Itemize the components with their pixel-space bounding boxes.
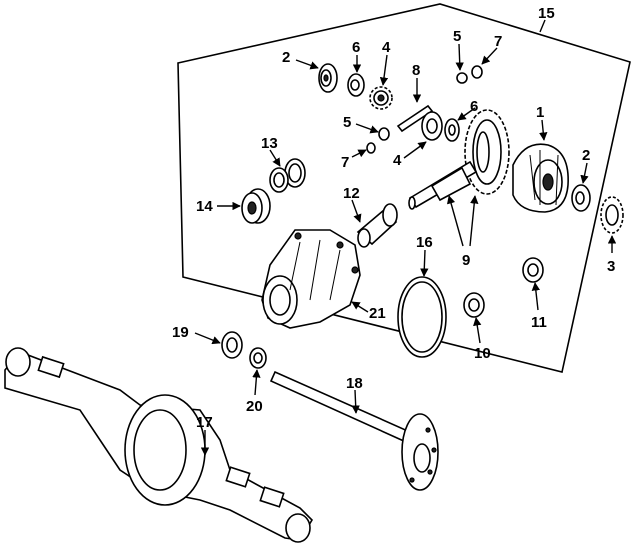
callout-15: 15 [538,5,555,22]
callout-7-top: 7 [494,33,502,50]
callout-19: 19 [172,324,189,341]
bearing-3 [600,196,624,234]
callout-17: 17 [196,414,213,431]
callout-11: 11 [531,314,547,331]
callout-6-right: 6 [470,98,478,115]
callout-4-top: 4 [382,39,391,56]
leader-lines [194,19,617,456]
callout-18: 18 [346,375,363,392]
callout-10: 10 [474,345,491,362]
side-gear-4-left [421,111,443,141]
pinion-gear-4-top [369,86,393,110]
ring-and-pinion-9 [408,109,510,210]
callout-12: 12 [343,185,360,202]
callout-3: 3 [607,258,615,275]
bearing-19 [221,331,243,359]
callout-14: 14 [196,198,213,215]
callout-5-top: 5 [453,28,461,45]
spacer-5-top [456,72,468,84]
callout-1: 1 [536,104,544,121]
washer-6-top [347,73,365,97]
callout-20: 20 [246,398,263,415]
bearing-11 [522,257,544,283]
pinion-bearing-12 [356,203,398,248]
flange-14 [241,188,271,224]
callout-7-left: 7 [341,154,349,171]
callout-21: 21 [369,305,386,322]
differential-case-1 [512,143,569,213]
washer-7-left [366,142,376,154]
axle-shaft-18 [269,370,439,491]
callout-8: 8 [412,62,420,79]
callout-6-top: 6 [352,39,360,56]
washer-7-top [471,65,483,79]
callout-5-mid: 5 [343,114,351,131]
spacer-5-left [378,127,390,141]
washer-6-right [444,118,460,142]
callout-9: 9 [462,252,470,269]
callout-4-mid: 4 [393,152,402,169]
callout-2-left: 2 [282,49,290,66]
seal-13 [269,158,306,193]
seal-20 [249,347,267,369]
callout-16: 16 [416,234,433,251]
callout-13: 13 [261,135,278,152]
bearing-2-right [571,184,591,212]
carrier-housing-21 [261,229,361,329]
callout-2-right: 2 [582,147,590,164]
bearing-10 [463,292,485,318]
gasket-16 [397,276,447,358]
pinion-shaft-8 [396,104,434,133]
bearing-2-top [318,63,338,93]
axle-housing-17 [4,347,314,543]
callout-labels: 1 2 2 3 4 4 5 5 6 6 7 7 8 9 10 11 12 13 … [172,5,615,431]
kit-outline [177,3,631,373]
